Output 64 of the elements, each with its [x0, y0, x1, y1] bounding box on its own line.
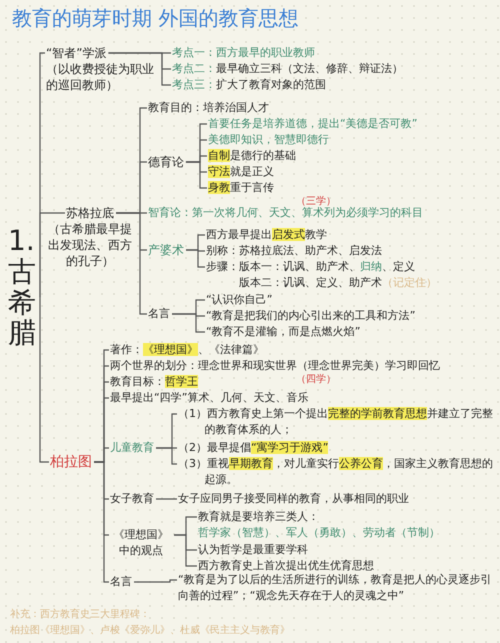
annotation-note: 柏拉图《理想国》、卢梭《爱弥儿》、杜威《民主主义与教育》 [10, 624, 290, 638]
connector-line [94, 461, 109, 583]
topic-text: 自制是德行的基础 [208, 148, 296, 164]
point-text: 最早确立三科（文法、修辞、辩证法） [216, 61, 403, 77]
topic-subtext: 版本二：讥讽、定义、助产术 [238, 275, 382, 291]
connector-line [186, 249, 205, 268]
topic-text: 儿童教育 [110, 440, 154, 456]
topic-text: 首要任务是培养道德，提出“美德是否可教” [208, 116, 418, 132]
topic-text: 别称：苏格拉底法、助产术、启发法 [206, 243, 382, 259]
annotation-note: （记定住） [382, 275, 437, 291]
topic-text: “教育是把我们的内心引出来的工具和方法” [206, 308, 416, 324]
connector-line [39, 212, 65, 298]
point-label: 考点二： [172, 61, 216, 77]
topic-text: 守法就是正义 [208, 164, 274, 180]
connector-line [186, 161, 207, 189]
annotation-note: 补充：西方教育史三大里程碑： [10, 608, 150, 622]
title: 教育的萌芽时期 外国的教育思想 [12, 5, 298, 32]
topic-text: 步骤：版本一：讥讽、助产术、归纳、定义 [206, 259, 415, 275]
topic-text: 《理想国》中的观点 [110, 527, 172, 559]
point-text: 西方最早的职业教师 [216, 45, 315, 61]
topic-text: （1）西方教育史上第一个提出完整的学前教育思想并建立了完整的教育体系的人； [178, 406, 494, 438]
topic-text: 女子应同男子接受同样的教育，从事相同的职业 [178, 491, 409, 507]
connector-line [39, 297, 49, 463]
topic-text: 苏格拉底 [66, 205, 114, 221]
point-label: 考点三： [172, 77, 216, 93]
topic-text: 女子教育 [110, 491, 154, 507]
annotation-note: （三学） [296, 195, 336, 207]
connector-line [108, 52, 171, 86]
topic-text: 最早提出“四学”算术、几何、天文、音乐 [110, 390, 308, 406]
connector-line [156, 498, 177, 500]
topic-text: “认识你自己” [206, 292, 272, 308]
connector-line [134, 579, 177, 583]
topic-text: 教育目标：哲学王 [110, 374, 198, 390]
topic-text: 两个世界的划分：理念世界和现实世界（理念世界完美）学习即回忆 [110, 358, 440, 374]
topic-text: 教育目的：培养治国人才 [148, 100, 269, 116]
topic-text: 名言 [110, 574, 132, 590]
topic-text: “教育是为了以后的生活所进行的训练，教育是把人的心灵逐步引向善的过程”；“观念先天存在于人的灵魂之中” [178, 572, 496, 604]
point-label: 考点一： [172, 45, 216, 61]
connector-line [116, 212, 147, 315]
topic-text: “教育不是灌输，而是点燃火焰” [206, 324, 360, 340]
topic-text: 名言 [148, 306, 170, 322]
topic-text: 认为哲学是最重要学科 [198, 542, 308, 558]
topic-text: 产婆术 [148, 242, 184, 258]
topic-text: 西方教育史上首次提出优生优育思想 [198, 558, 374, 574]
connector-line [174, 534, 197, 567]
topic-subtext: 哲学家（智慧）、军人（勇敢）、劳动者（节制） [198, 525, 440, 541]
topic-text: 著作：《理想国》、《法律篇》 [110, 342, 264, 358]
topic-subtext: （古希腊最早提出发现法、西方的孔子） [48, 221, 132, 269]
topic-text: 柏拉图 [50, 454, 92, 470]
topic-text: “智者”学派 [46, 45, 106, 61]
point-text: 扩大了教育对象的范围 [216, 77, 326, 93]
topic-text: 智育论：第一次将几何、天文、算术列为必须学习的科目 [148, 205, 423, 221]
topic-text: （3）重视早期教育，对儿童实行公养公育，国家主义教育思想的起源。 [178, 456, 494, 488]
topic-text: 美德即知识，智慧即德行 [208, 132, 329, 148]
topic-text: 西方最早提出启发式教学 [206, 227, 327, 243]
connector-line [172, 313, 205, 333]
connector-line [156, 447, 177, 465]
topic-text: 德育论 [148, 154, 184, 170]
topic-text: （2）最早提倡“寓学习于游戏” [178, 440, 328, 456]
topic-text: 教育就是要培养三类人： [198, 509, 319, 525]
branch-heading: 1. 古希腊 [8, 226, 38, 350]
topic-subtext: （以收费授徒为职业的巡回教师） [46, 61, 155, 93]
annotation-note: （四学） [296, 373, 336, 387]
topic-text: 身教重于言传 [208, 180, 274, 196]
